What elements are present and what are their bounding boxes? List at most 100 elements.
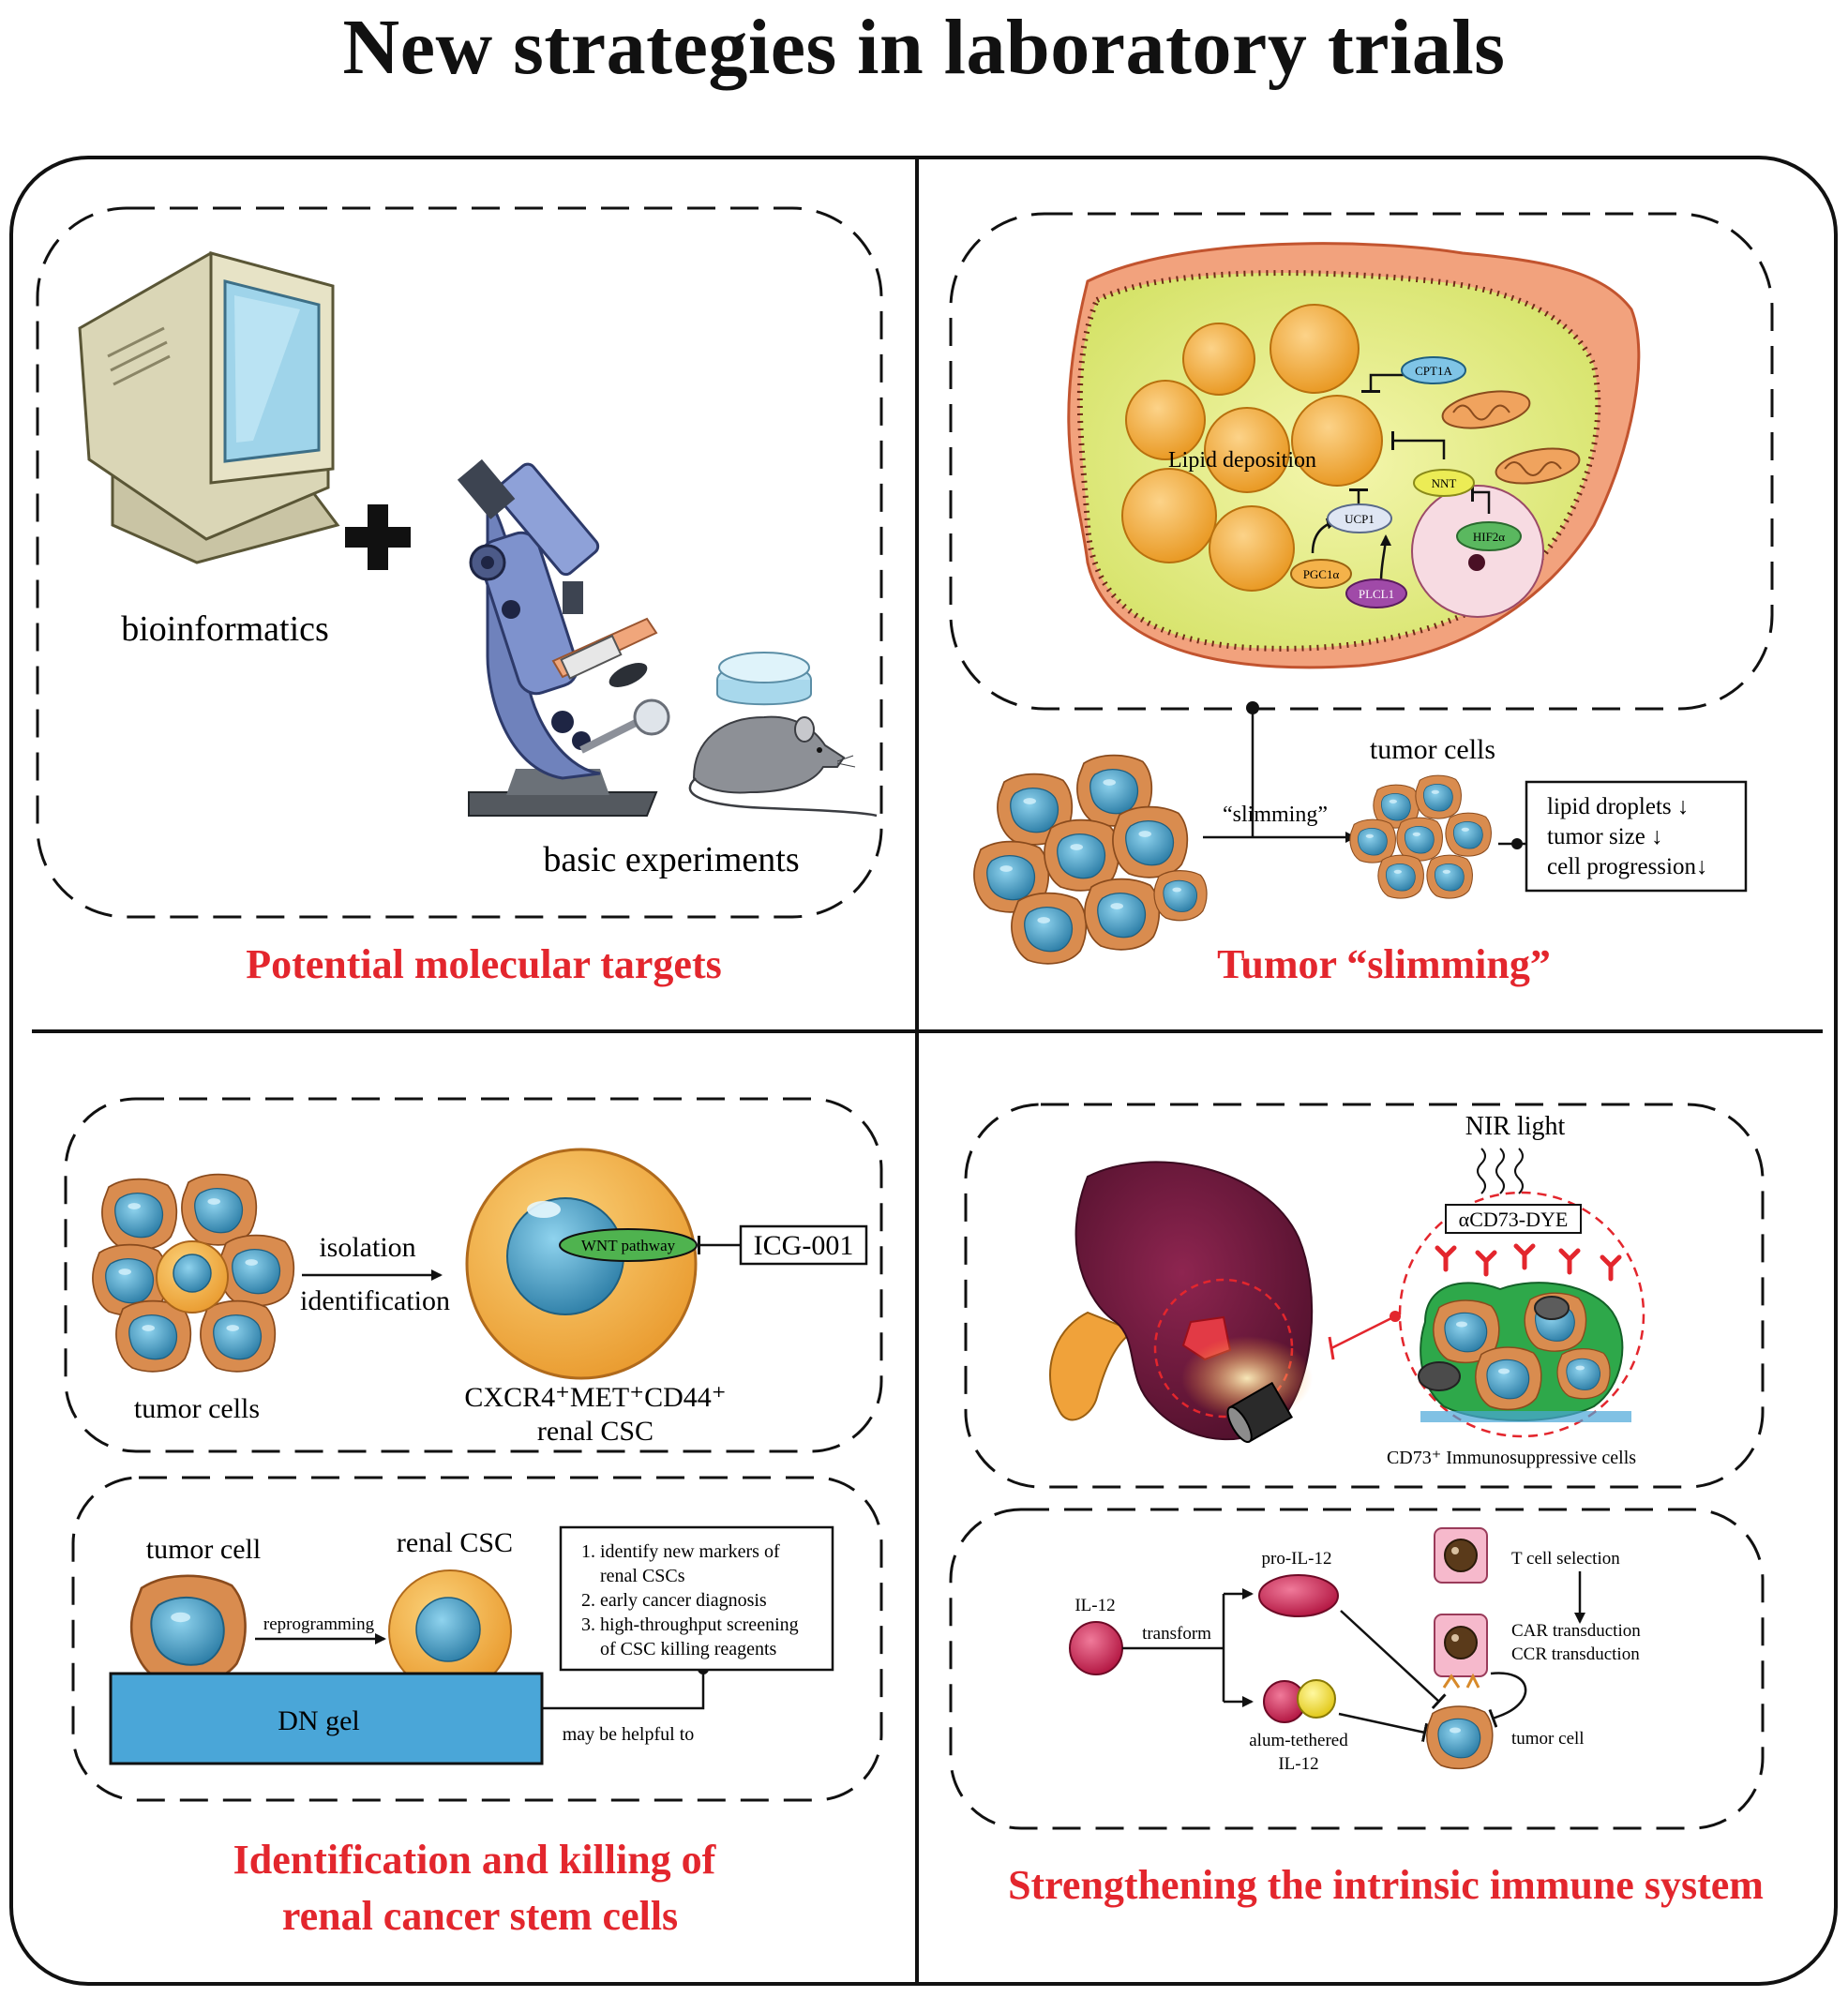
wnt-pathway-marker	[559, 1228, 698, 1262]
slimming-arrow-label: “slimming”	[1223, 803, 1328, 827]
tumor-cell-icon	[129, 1574, 247, 1686]
panel-immune: NIR light αCD73-DYE CD73⁺ Immunosup	[949, 1103, 1765, 1830]
basic-experiments-label: basic experiments	[543, 840, 799, 879]
heading-tumor-slimming: Tumor “slimming”	[1217, 941, 1551, 987]
petri-dish-icon	[716, 652, 812, 706]
plus-icon	[345, 504, 411, 570]
outer-frame	[9, 156, 1838, 1986]
il12-icon	[1069, 1621, 1123, 1675]
nir-device-icon	[1226, 1381, 1294, 1443]
heading-renal-csc-line2: renal cancer stem cells	[282, 1893, 678, 1939]
il12-label: IL-12	[1074, 1596, 1115, 1615]
mitochondria	[1441, 390, 1581, 485]
zoom-connector	[1330, 1314, 1396, 1350]
protein-plcl1: PLCL1	[1345, 578, 1407, 608]
panel-renal-csc: tumor cells isolation identification WNT…	[64, 1097, 883, 1802]
wnt-pathway-label: WNT pathway	[581, 1237, 676, 1254]
helpful-connector	[542, 1669, 705, 1710]
alum-label-line1: alum-tethered	[1249, 1731, 1348, 1750]
target-tumor-cell-icon	[1426, 1705, 1494, 1770]
csc-markers-label: CXCR4⁺MET⁺CD44⁺	[464, 1382, 726, 1413]
heading-immune: Strengthening the intrinsic immune syste…	[1008, 1862, 1764, 1908]
bioinformatics-label: bioinformatics	[121, 609, 329, 649]
panel-tumor-slimming: Lipid deposition CPT1A NNT UCP1	[949, 212, 1774, 965]
car-transduction-label: CAR transduction	[1511, 1621, 1641, 1641]
outcome-box	[1525, 780, 1748, 893]
dye-label: αCD73-DYE	[1459, 1208, 1569, 1231]
cd73-cells-label: CD73⁺ Immunosuppressive cells	[1387, 1448, 1636, 1468]
hif2a-inhibit-line	[1471, 483, 1491, 514]
panel-molecular-targets: bioinformatics	[36, 206, 883, 919]
tumor-cluster-with-csc	[92, 1173, 295, 1373]
outcome-connector-dot	[1511, 838, 1523, 849]
protein-pgc1a: PGC1α	[1290, 559, 1352, 589]
tumor-cell-label: tumor cell	[1511, 1729, 1585, 1749]
tumor-cell-label: tumor cell	[146, 1534, 261, 1565]
heading-molecular-targets: Potential molecular targets	[246, 941, 721, 987]
application-item: 1. identify new markers of	[581, 1541, 780, 1562]
svg-text:UCP1: UCP1	[1345, 512, 1375, 526]
pro-il12-inhibit	[1340, 1610, 1447, 1710]
application-item: renal CSCs	[581, 1566, 685, 1586]
tumor-cells-label: tumor cells	[134, 1393, 260, 1424]
nnt-inhibit-line	[1391, 431, 1446, 459]
cpt1a-inhibit-line	[1361, 373, 1408, 393]
t-cell-icon	[1434, 1527, 1488, 1584]
zoom-circle	[1398, 1191, 1645, 1438]
alum-il12-inhibit	[1338, 1712, 1429, 1742]
nir-light-label: NIR light	[1465, 1112, 1566, 1141]
lipid-deposition-label: Lipid deposition	[1168, 448, 1316, 473]
dye-box	[1445, 1204, 1582, 1234]
renal-csc-label: renal CSC	[397, 1527, 513, 1558]
outcome-item: tumor size ↓	[1547, 824, 1663, 849]
computer-icon	[78, 251, 340, 564]
tumor-cells-label: tumor cells	[1370, 734, 1495, 765]
inhibitor-box	[739, 1224, 868, 1266]
microscope-icon	[457, 458, 670, 817]
protein-cpt1a: CPT1A	[1401, 356, 1466, 384]
isolation-label: isolation	[319, 1232, 415, 1263]
transform-label: transform	[1142, 1624, 1211, 1644]
plcl1-arrow	[1379, 534, 1391, 582]
heading-renal-csc-line1: Identification and killing of	[233, 1837, 717, 1883]
reprogramming-label: reprogramming	[263, 1614, 375, 1634]
t-cell-selection-label: T cell selection	[1511, 1549, 1620, 1569]
nucleus	[1411, 485, 1544, 618]
identification-label: identification	[300, 1285, 450, 1316]
car-t-cell-icon	[1434, 1614, 1488, 1689]
inhibitor-label: ICG-001	[754, 1230, 854, 1261]
alum-label-line2: IL-12	[1278, 1754, 1318, 1774]
application-item: 2. early cancer diagnosis	[581, 1590, 767, 1611]
outcome-item: lipid droplets ↓	[1547, 794, 1689, 819]
svg-text:CPT1A: CPT1A	[1415, 364, 1452, 378]
svg-text:PLCL1: PLCL1	[1359, 587, 1394, 601]
pro-il12-label: pro-IL-12	[1262, 1549, 1332, 1569]
lipid-droplets	[1121, 304, 1383, 592]
protein-hif2a: HIF2α	[1456, 521, 1522, 551]
immunosuppressive-cells	[1418, 1282, 1631, 1422]
svg-text:HIF2α: HIF2α	[1473, 530, 1505, 544]
antibody-icons	[1435, 1243, 1622, 1282]
applications-box	[559, 1525, 834, 1672]
outcome-item: cell progression↓	[1547, 854, 1707, 879]
car-t-inhibit	[1488, 1672, 1527, 1728]
connector-dot	[1246, 701, 1259, 714]
nir-wave-icons	[1477, 1148, 1524, 1194]
dn-gel	[109, 1672, 544, 1765]
tumor-cluster-small	[1349, 774, 1492, 899]
svg-text:NNT: NNT	[1432, 476, 1457, 490]
page-title: New strategies in laboratory trials	[342, 4, 1506, 91]
pro-il12-icon	[1258, 1574, 1339, 1617]
nucleolus	[1468, 554, 1485, 571]
dn-gel-label: DN gel	[278, 1705, 359, 1736]
application-item: of CSC killing reagents	[581, 1639, 777, 1659]
tumor-cluster-large	[973, 754, 1208, 965]
protein-nnt: NNT	[1413, 469, 1475, 497]
svg-text:PGC1α: PGC1α	[1303, 567, 1340, 581]
mouse-icon	[688, 715, 878, 818]
helpful-label: may be helpful to	[563, 1724, 695, 1745]
csc-name-label: renal CSC	[537, 1416, 654, 1447]
protein-ucp1: UCP1	[1327, 503, 1392, 533]
application-item: 3. high-throughput screening	[581, 1614, 799, 1635]
ccr-transduction-label: CCR transduction	[1511, 1644, 1640, 1664]
